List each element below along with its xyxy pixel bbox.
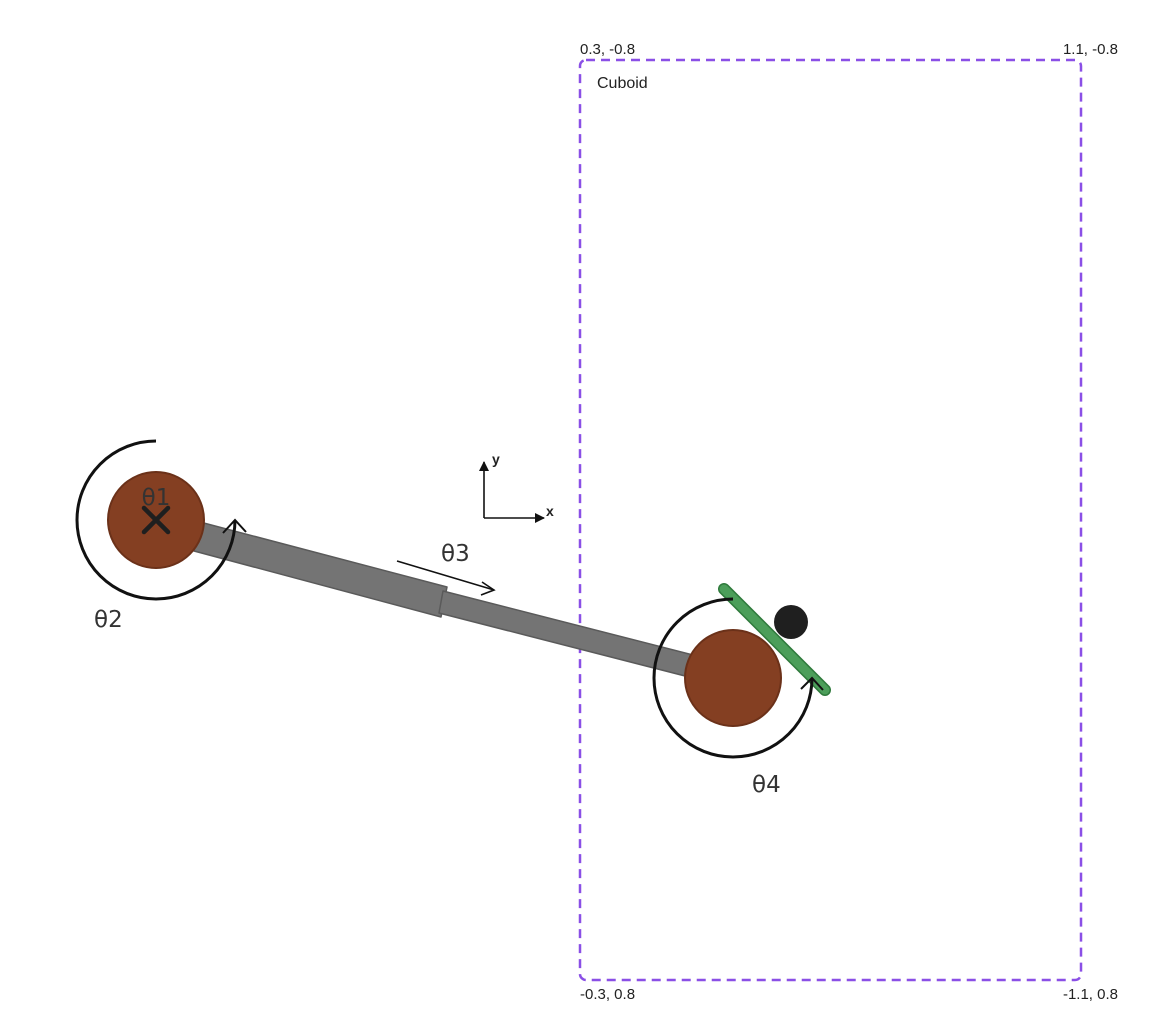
theta3-arrowhead-icon [480,581,496,596]
target-object [774,605,808,639]
base-joint: θ1 [107,471,205,569]
wrist-joint-body [684,629,782,727]
theta4-rotation-arc [652,597,814,759]
corner-label-bottom-left: -0.3, 0.8 [580,986,635,1003]
theta2-rotation-indicator: θ2 [75,439,247,633]
workspace-region: Cuboid 0.3, -0.8 1.1, -0.8 -0.3, 0.8 -1.… [578,41,1118,1003]
corner-label-top-left: 0.3, -0.8 [580,41,635,58]
theta2-rotation-arc [75,439,237,601]
x-axis-label: x [546,503,554,519]
wrist-joint [684,629,782,727]
theta2-label: θ2 [94,607,123,633]
base-pivot-x-icon [141,505,171,535]
axes-indicator: y x [479,451,554,523]
theta4-arrowhead-icon [800,676,824,691]
theta4-rotation-indicator: θ4 [652,597,824,798]
theta3-label: θ3 [441,541,470,567]
workspace-label: Cuboid [597,75,648,92]
corner-label-top-right: 1.1, -0.8 [1063,41,1118,58]
theta3-direction-line [396,560,495,591]
gripper [718,583,831,696]
theta4-label: θ4 [752,772,781,798]
theta3-translation-indicator: θ3 [396,541,496,596]
corner-label-bottom-right: -1.1, 0.8 [1063,986,1118,1003]
workspace-boundary [578,58,1083,982]
theta1-label: θ1 [142,485,171,511]
y-axis-label: y [492,451,500,467]
gripper-plate-fill [719,584,830,695]
theta2-arrowhead-icon [222,518,247,534]
